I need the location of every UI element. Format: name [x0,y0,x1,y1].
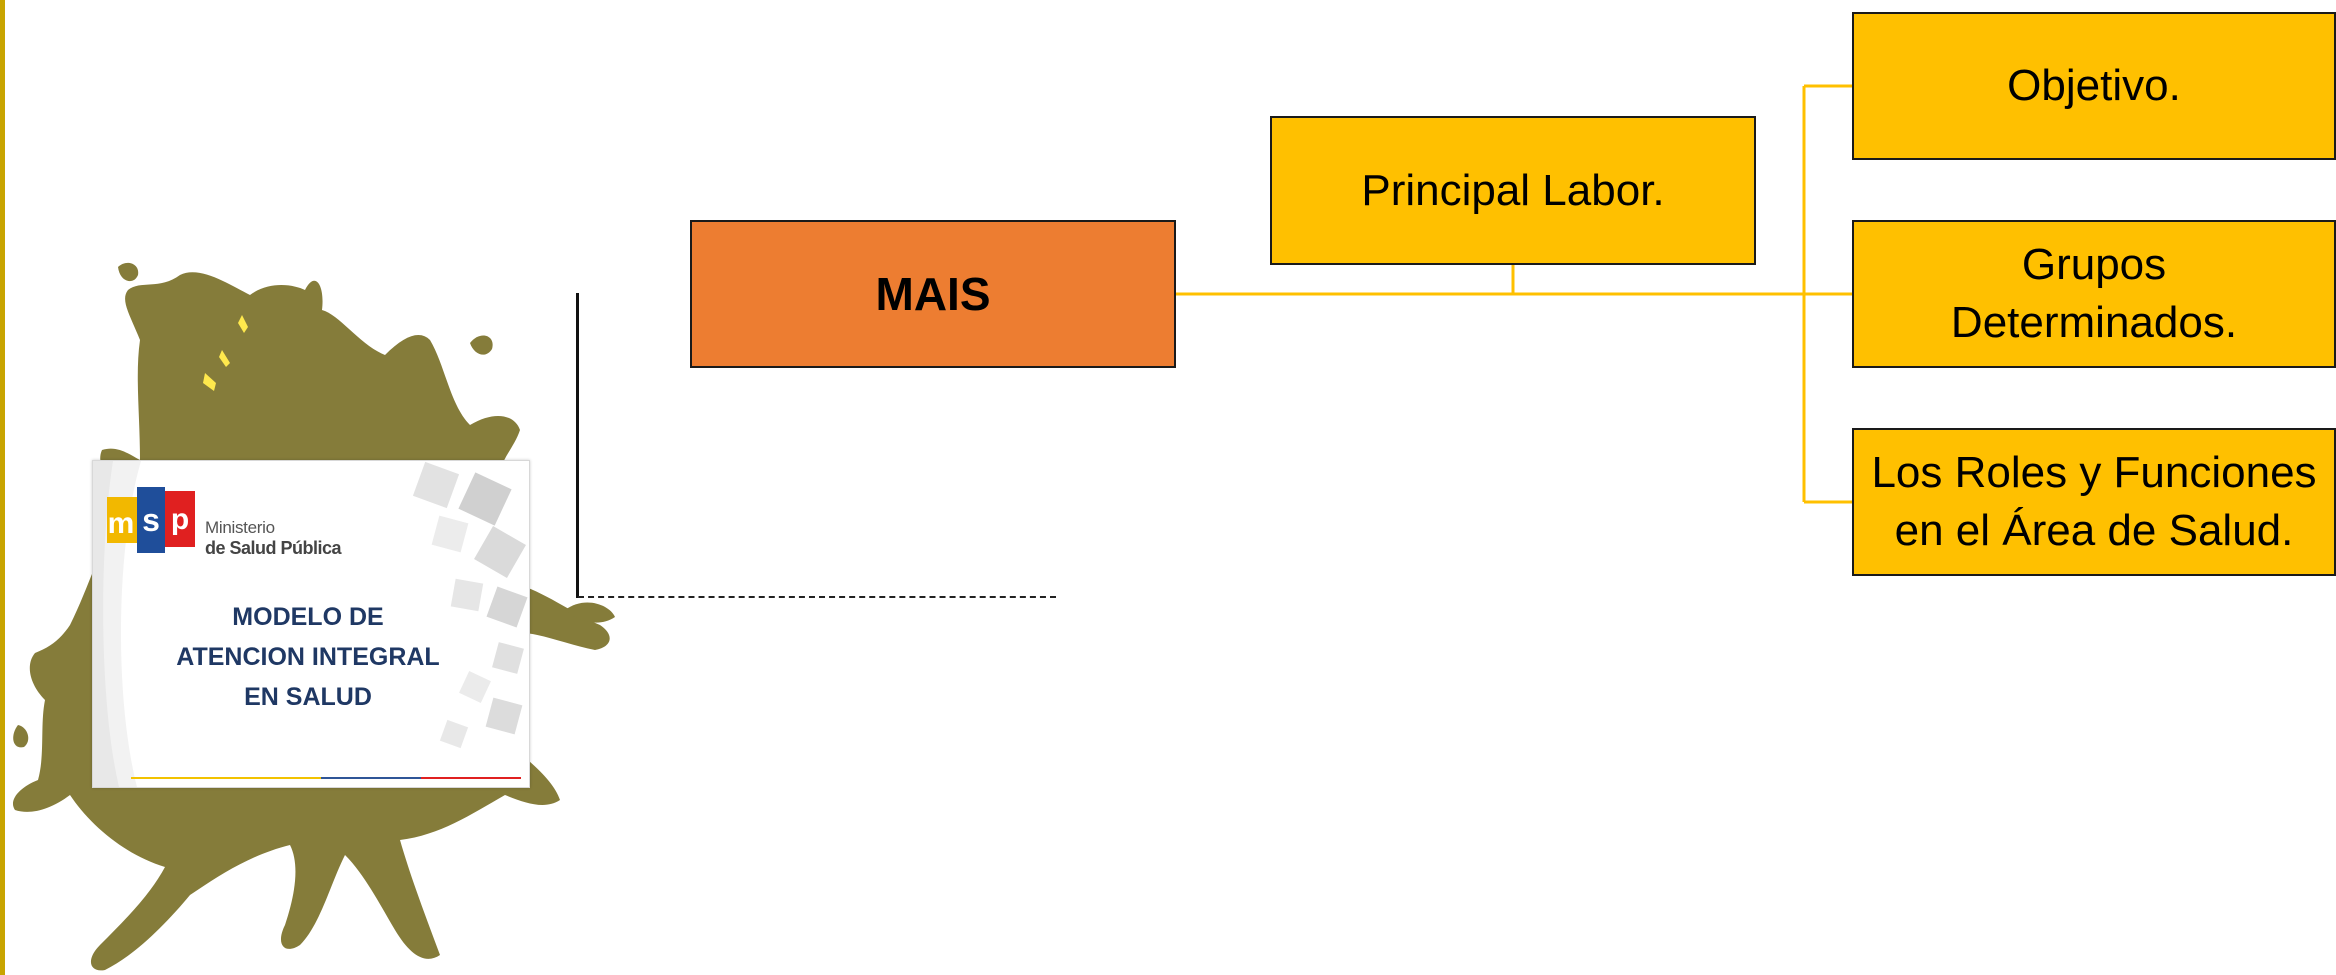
msp-logo-icon: m s p [107,487,195,553]
logo-letter-p: p [171,503,189,536]
node-grupos-determinados-label: Grupos Determinados. [1950,240,2238,347]
ministry-name: Ministerio de Salud Pública [205,517,342,559]
logo-letter-m: m [108,507,135,540]
mais-cover-image: m s p Ministerio de Salud Pública MODELO… [92,460,530,788]
cover-title: MODELO DE ATENCION INTEGRAL EN SALUD [163,597,453,717]
bracket-dashed-line [578,596,1056,598]
node-roles-funciones-label: Los Roles y Funciones en el Área de Salu… [1871,448,2317,555]
bracket-vertical-line [576,293,579,598]
node-principal-labor-label: Principal Labor. [1361,165,1665,215]
node-roles-funciones: Los Roles y Funciones en el Área de Salu… [1852,428,2336,576]
cover-title-line-3: EN SALUD [244,683,372,711]
node-mais: MAIS [690,220,1176,368]
node-objetivo: Objetivo. [1852,12,2336,160]
left-accent-rule [0,0,5,975]
cover-title-line-1: MODELO DE [232,603,384,631]
ministry-name-line-1: Ministerio [205,518,275,537]
node-mais-label: MAIS [875,268,991,320]
node-principal-labor: Principal Labor. [1270,116,1756,265]
cover-decoration-graphic [93,461,528,787]
cover-title-line-2: ATENCION INTEGRAL [176,643,440,671]
logo-letter-s: s [142,502,160,538]
node-objetivo-label: Objetivo. [2007,61,2181,110]
node-grupos-determinados: Grupos Determinados. [1852,220,2336,368]
ministry-name-line-2: de Salud Pública [205,538,342,558]
